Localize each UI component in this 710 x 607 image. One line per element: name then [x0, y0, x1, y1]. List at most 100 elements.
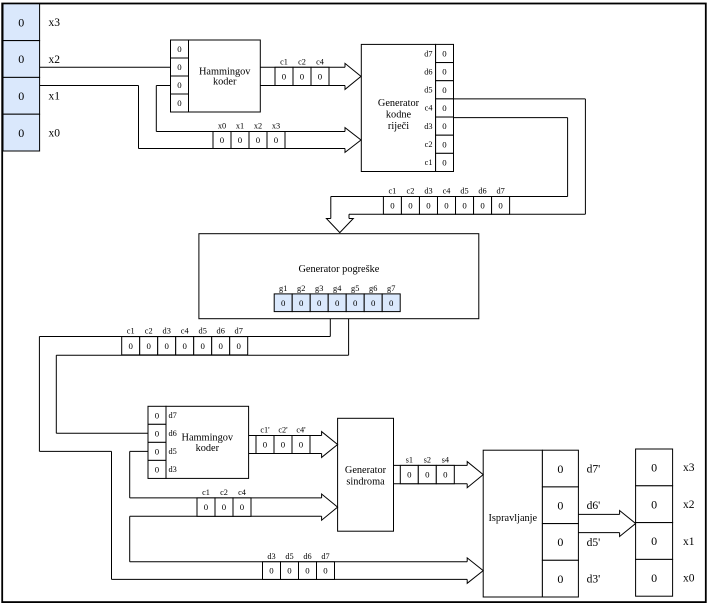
svg-text:c4: c4 — [316, 57, 325, 66]
svg-text:0: 0 — [282, 72, 287, 82]
svg-text:0: 0 — [651, 497, 657, 511]
svg-text:d3: d3 — [267, 552, 275, 561]
svg-text:0: 0 — [240, 502, 245, 512]
svg-text:d6: d6 — [217, 327, 225, 336]
svg-text:d6: d6 — [478, 187, 486, 196]
svg-text:d6: d6 — [169, 429, 177, 438]
svg-text:0: 0 — [18, 15, 24, 29]
svg-text:c2: c2 — [298, 57, 306, 66]
svg-text:0: 0 — [442, 85, 447, 95]
svg-text:0: 0 — [299, 298, 304, 308]
svg-text:0: 0 — [299, 440, 304, 450]
svg-text:d7: d7 — [169, 411, 177, 420]
svg-text:c1': c1' — [260, 426, 270, 435]
svg-text:0: 0 — [222, 502, 227, 512]
svg-text:g6: g6 — [369, 284, 377, 293]
svg-text:d3: d3 — [169, 465, 177, 474]
svg-text:0: 0 — [128, 341, 133, 351]
svg-text:c4': c4' — [296, 426, 306, 435]
svg-text:d5: d5 — [285, 552, 293, 561]
svg-text:d6': d6' — [587, 500, 601, 512]
svg-text:c2: c2 — [145, 327, 153, 336]
svg-text:x0: x0 — [683, 573, 695, 585]
svg-text:0: 0 — [426, 200, 431, 210]
svg-text:0: 0 — [651, 461, 657, 475]
svg-text:0: 0 — [335, 298, 340, 308]
svg-text:0: 0 — [425, 470, 430, 480]
svg-text:0: 0 — [177, 44, 182, 54]
svg-text:c2: c2 — [220, 488, 228, 497]
svg-text:0: 0 — [287, 566, 292, 576]
svg-text:0: 0 — [462, 200, 467, 210]
svg-text:0: 0 — [442, 139, 447, 149]
svg-text:x1: x1 — [683, 536, 695, 548]
svg-text:0: 0 — [408, 200, 413, 210]
svg-text:0: 0 — [557, 535, 563, 549]
svg-text:x1: x1 — [49, 91, 61, 103]
svg-text:0: 0 — [269, 566, 274, 576]
svg-text:0: 0 — [18, 89, 24, 103]
svg-text:g4: g4 — [333, 284, 342, 293]
svg-text:c2': c2' — [278, 426, 288, 435]
svg-text:0: 0 — [443, 470, 448, 480]
svg-text:0: 0 — [236, 341, 241, 351]
svg-text:d5: d5 — [460, 187, 468, 196]
svg-text:0: 0 — [442, 67, 447, 77]
svg-text:koder: koder — [213, 77, 237, 88]
svg-text:0: 0 — [651, 534, 657, 548]
svg-text:0: 0 — [498, 200, 503, 210]
svg-text:0: 0 — [177, 80, 182, 90]
svg-text:s2: s2 — [424, 455, 431, 464]
svg-text:0: 0 — [353, 298, 358, 308]
svg-text:0: 0 — [281, 298, 286, 308]
svg-text:s1: s1 — [406, 455, 413, 464]
svg-text:Hammingov: Hammingov — [199, 66, 251, 77]
svg-text:Generator pogreške: Generator pogreške — [298, 264, 379, 275]
svg-text:Generator: Generator — [345, 465, 387, 476]
svg-text:0: 0 — [407, 470, 412, 480]
svg-text:d7: d7 — [235, 327, 243, 336]
svg-text:0: 0 — [300, 72, 305, 82]
svg-text:c4: c4 — [238, 488, 247, 497]
svg-text:0: 0 — [318, 72, 323, 82]
svg-text:Hammingov: Hammingov — [182, 433, 234, 444]
svg-text:x2: x2 — [254, 122, 262, 131]
svg-text:0: 0 — [371, 298, 376, 308]
svg-text:x2: x2 — [49, 54, 61, 66]
svg-text:c1: c1 — [425, 158, 433, 167]
svg-text:0: 0 — [18, 52, 24, 66]
svg-text:0: 0 — [155, 465, 160, 475]
svg-text:0: 0 — [442, 121, 447, 131]
svg-text:c1: c1 — [280, 57, 288, 66]
svg-text:g2: g2 — [297, 284, 305, 293]
svg-text:0: 0 — [557, 462, 563, 476]
svg-text:d7: d7 — [496, 187, 504, 196]
svg-text:x1: x1 — [236, 122, 244, 131]
svg-text:kodne: kodne — [386, 109, 412, 120]
svg-text:0: 0 — [557, 498, 563, 512]
svg-text:g7: g7 — [387, 284, 395, 293]
svg-text:0: 0 — [155, 447, 160, 457]
svg-text:0: 0 — [305, 566, 310, 576]
svg-text:d3: d3 — [424, 122, 432, 131]
svg-text:d3: d3 — [424, 187, 432, 196]
svg-text:c1: c1 — [127, 327, 135, 336]
svg-text:c1: c1 — [202, 488, 210, 497]
svg-text:0: 0 — [155, 410, 160, 420]
svg-text:0: 0 — [442, 158, 447, 168]
svg-text:g3: g3 — [315, 284, 323, 293]
svg-text:d6: d6 — [424, 67, 432, 76]
svg-text:0: 0 — [256, 135, 261, 145]
svg-text:0: 0 — [146, 341, 151, 351]
svg-text:d5': d5' — [587, 537, 601, 549]
svg-text:s4: s4 — [442, 455, 450, 464]
svg-text:0: 0 — [177, 98, 182, 108]
svg-text:c2: c2 — [407, 187, 415, 196]
svg-text:0: 0 — [389, 298, 394, 308]
svg-text:c4: c4 — [443, 187, 452, 196]
svg-text:c4: c4 — [425, 104, 434, 113]
svg-text:0: 0 — [164, 341, 169, 351]
svg-text:c4: c4 — [181, 327, 190, 336]
svg-text:x3: x3 — [683, 462, 695, 474]
svg-text:d5: d5 — [199, 327, 207, 336]
